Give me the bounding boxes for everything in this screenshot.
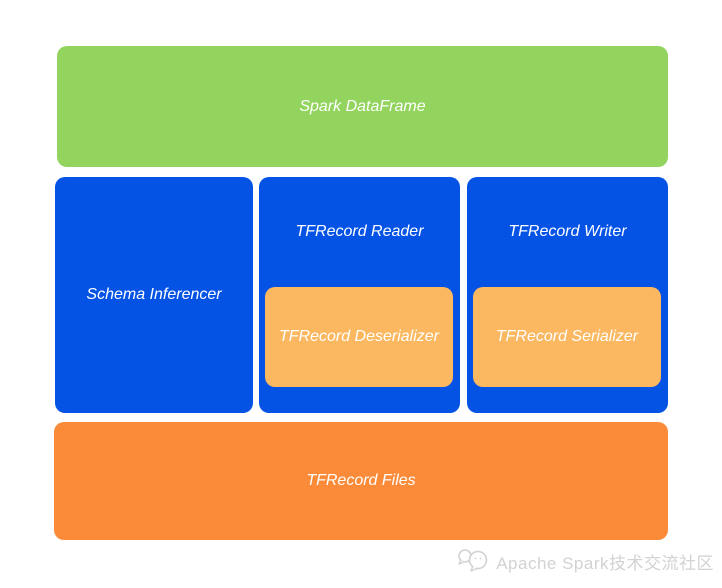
schema-inferencer-box: Schema Inferencer xyxy=(55,177,253,413)
tfrecord-serializer-label: TFRecord Serializer xyxy=(495,328,639,345)
tfrecord-reader-box: TFRecord Reader TFRecord Deserializer xyxy=(259,177,460,413)
schema-inferencer-label: Schema Inferencer xyxy=(86,286,222,303)
tfrecord-deserializer-box: TFRecord Deserializer xyxy=(265,287,453,387)
spark-dataframe-label: Spark DataFrame xyxy=(299,97,426,115)
watermark-label: Apache Spark技术交流社区 xyxy=(496,553,714,573)
tfrecord-writer-label: TFRecord Writer xyxy=(508,223,627,240)
watermark: Apache Spark技术交流社区 xyxy=(457,544,714,578)
tfrecord-reader-label: TFRecord Reader xyxy=(295,223,424,240)
tfrecord-writer-label-wrap: TFRecord Writer xyxy=(467,177,668,287)
tfrecord-files-box: TFRecord Files xyxy=(54,422,668,540)
wechat-official-account-icon xyxy=(457,547,491,575)
tfrecord-reader-label-wrap: TFRecord Reader xyxy=(259,177,460,287)
spark-dataframe-box: Spark DataFrame xyxy=(57,46,668,167)
tfrecord-writer-box: TFRecord Writer TFRecord Serializer xyxy=(467,177,668,413)
tfrecord-serializer-box: TFRecord Serializer xyxy=(473,287,661,387)
tfrecord-files-label: TFRecord Files xyxy=(306,472,416,489)
tfrecord-deserializer-label: TFRecord Deserializer xyxy=(278,328,440,345)
